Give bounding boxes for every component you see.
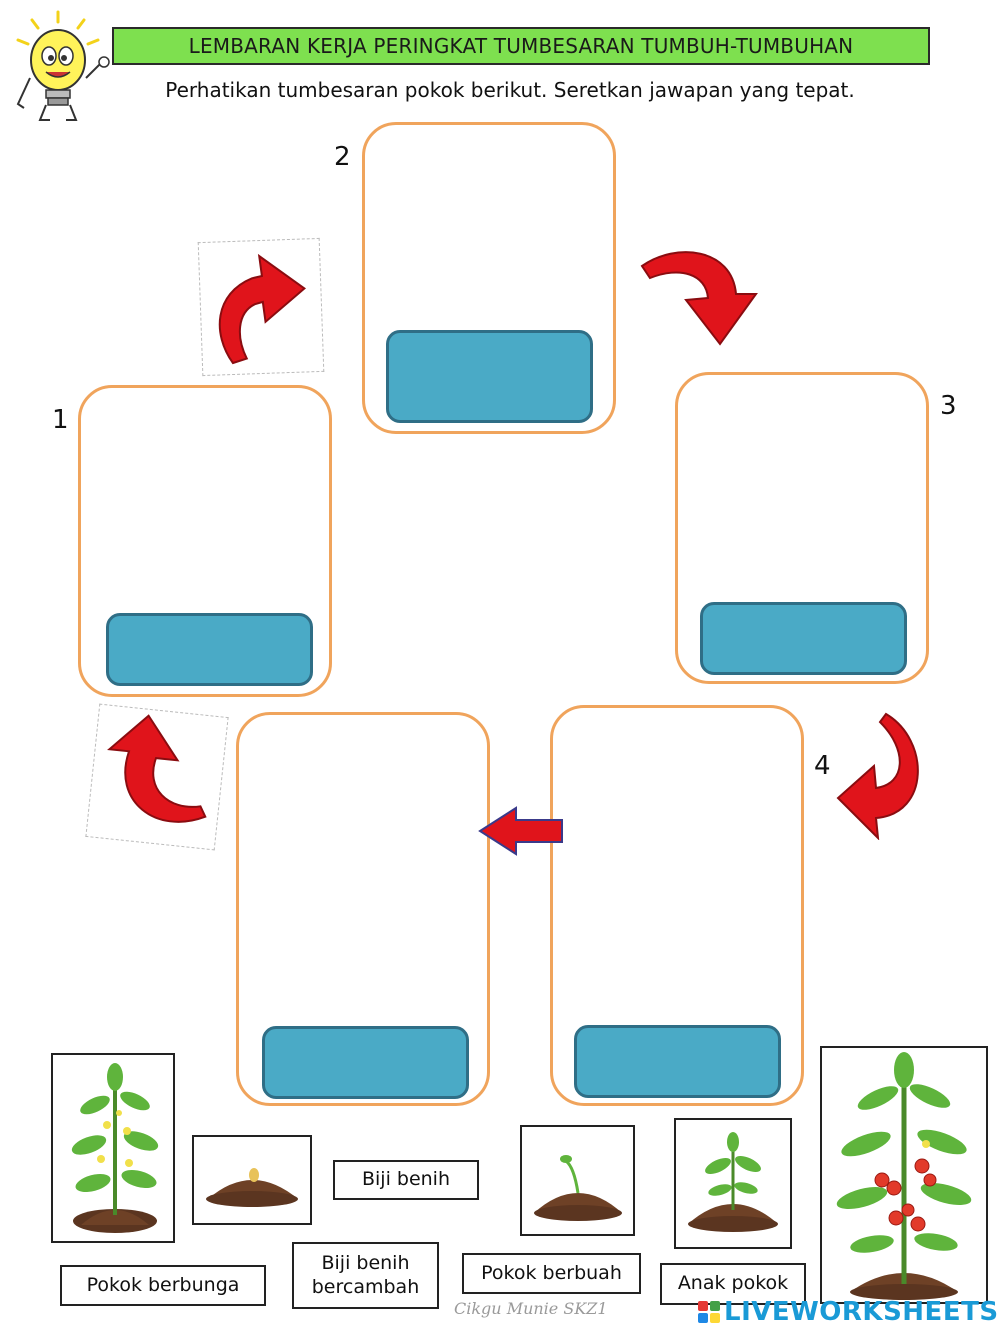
option-label-pokok-berbuah[interactable]: Pokok berbuah (462, 1253, 641, 1294)
option-image-flowering-plant[interactable] (51, 1053, 175, 1243)
worksheet-title: LEMBARAN KERJA PERINGKAT TUMBESARAN TUMB… (112, 27, 930, 65)
option-label-biji-benih-bercambah[interactable]: Biji benih bercambah (292, 1242, 439, 1309)
fruiting-plant-icon (836, 1052, 972, 1300)
stage-number-3: 3 (940, 391, 957, 421)
stage-number-2: 2 (334, 142, 351, 172)
stage-card-5 (236, 712, 490, 1106)
stage-card-4 (550, 705, 804, 1106)
curved-arrow-icon (85, 703, 229, 851)
drop-slot-2[interactable] (386, 330, 593, 423)
option-label-line-1: Biji benih (321, 1251, 410, 1274)
seedling-icon (688, 1132, 778, 1232)
instruction-text: Perhatikan tumbesaran pokok berikut. Ser… (165, 78, 855, 102)
liveworksheets-logo-icon (698, 1301, 720, 1323)
stage-number-1: 1 (52, 405, 69, 435)
drop-slot-5[interactable] (262, 1026, 469, 1099)
option-image-seed[interactable] (192, 1135, 312, 1225)
option-image-sprout[interactable] (520, 1125, 635, 1236)
option-label-pokok-berbunga[interactable]: Pokok berbunga (60, 1265, 266, 1306)
left-arrow-icon (476, 806, 566, 856)
drop-slot-3[interactable] (700, 602, 907, 675)
stage-card-2 (362, 122, 616, 434)
curved-arrow-icon (834, 710, 930, 840)
option-label-anak-pokok[interactable]: Anak pokok (660, 1263, 806, 1305)
lightbulb-mascot-icon (10, 8, 110, 126)
curved-arrow-icon (636, 244, 760, 348)
plant-flowering-icon (71, 1063, 159, 1233)
liveworksheets-logo: LIVEWORKSHEETS (698, 1295, 999, 1329)
stage-card-3 (675, 372, 929, 684)
stage-number-4: 4 (814, 751, 831, 781)
drop-slot-1[interactable] (106, 613, 313, 686)
option-label-biji-benih[interactable]: Biji benih (333, 1160, 479, 1200)
seed-in-soil-icon (206, 1168, 298, 1207)
option-label-line-2: bercambah (311, 1275, 420, 1298)
drop-slot-4[interactable] (574, 1025, 781, 1098)
author-credit: Cikgu Munie SKZ1 (454, 1299, 608, 1318)
curved-arrow-icon (197, 237, 325, 377)
stage-card-1 (78, 385, 332, 697)
sprouting-seed-icon (534, 1155, 622, 1221)
brand-text: LIVEWORKSHEETS (724, 1297, 999, 1327)
option-image-fruiting-plant[interactable] (820, 1046, 988, 1304)
option-image-seedling[interactable] (674, 1118, 792, 1249)
